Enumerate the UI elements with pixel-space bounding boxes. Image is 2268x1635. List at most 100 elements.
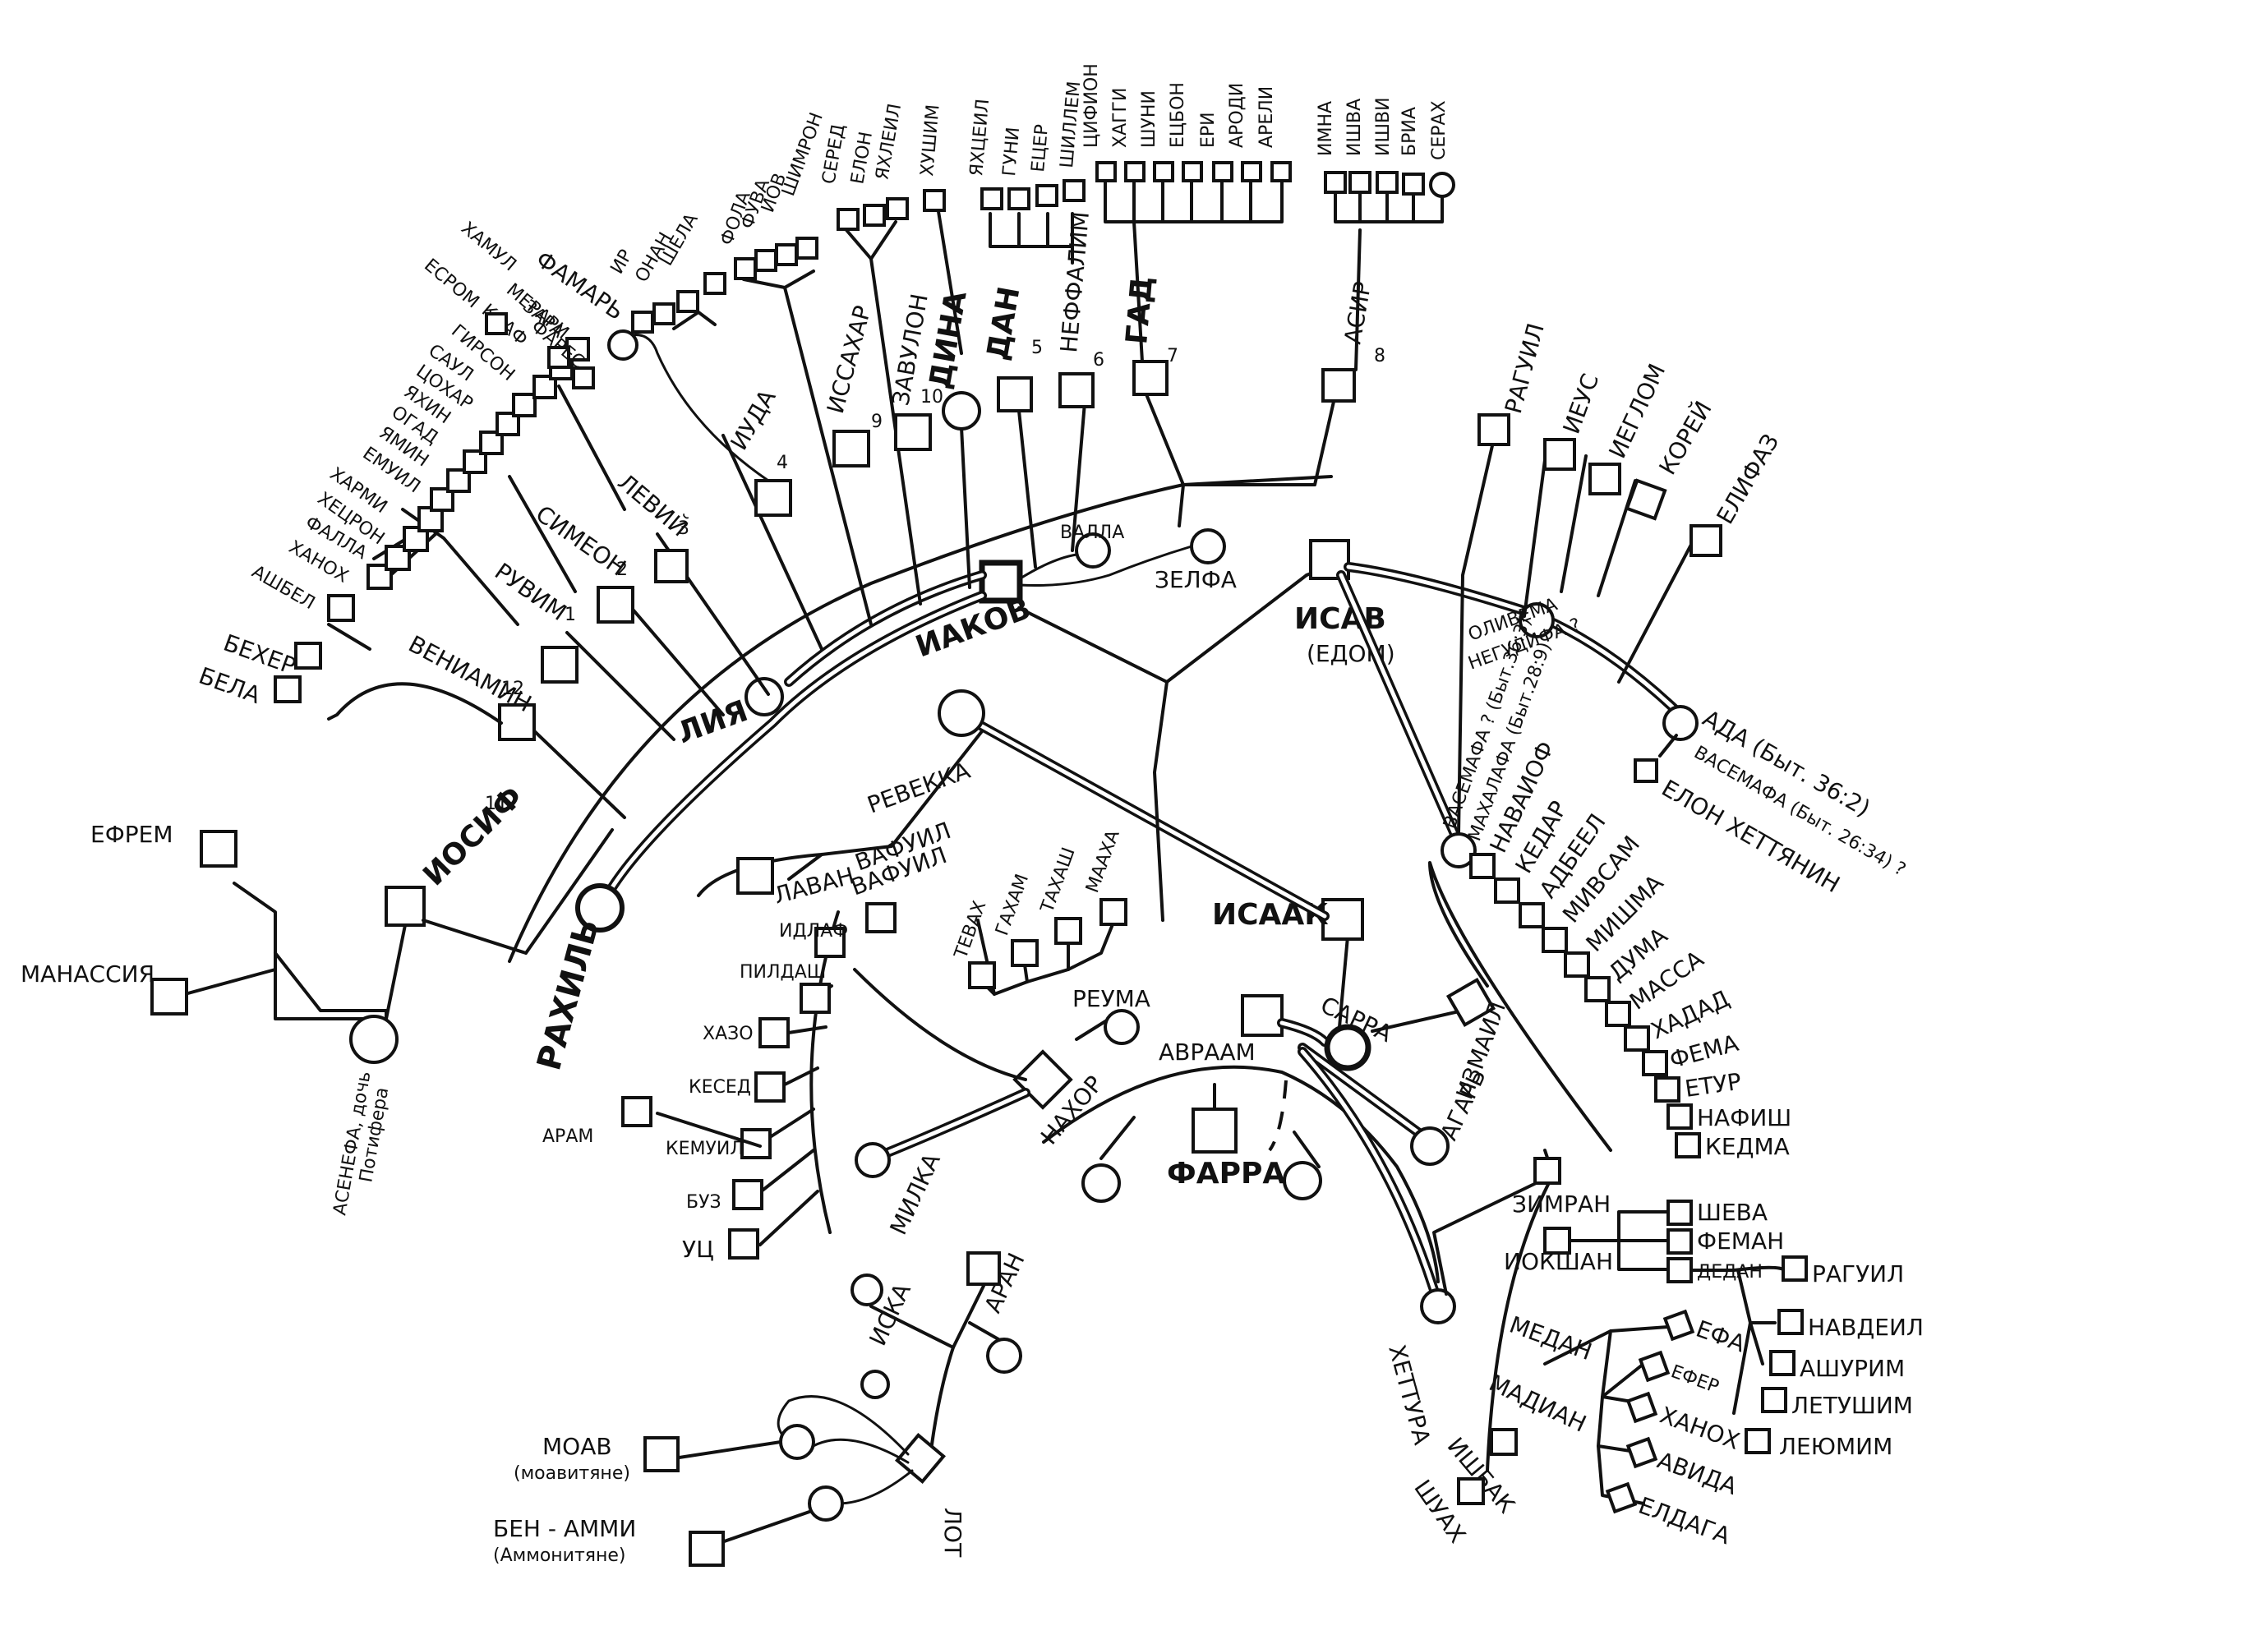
zara-node [547,346,570,369]
etsbon-node [1182,161,1203,182]
elon-node [863,204,886,227]
efer-node [1638,1350,1671,1383]
issakhar-node [832,430,870,467]
kettura-node [1420,1288,1456,1324]
dedan-son-0: РАГУИЛ [1812,1260,1904,1287]
ruvim-node [541,646,579,684]
gad-mark: 7 [1167,346,1178,366]
famar-node [607,329,638,361]
gad-son-6: АРЕЛИ [1256,86,1277,148]
leyumim-node [1745,1428,1771,1454]
tsifion-node [1095,161,1117,182]
dedan-node [1666,1257,1693,1283]
serakh-node [1429,172,1455,198]
massa-node [1605,1001,1631,1027]
fares-node [572,366,595,389]
simeon-mark: 2 [616,560,628,580]
merari-node [565,337,590,362]
naphtali-son-1: ГУНИ [999,127,1024,177]
ieglom-node [1588,463,1621,495]
feman-node [1666,1228,1693,1255]
zelfa-node [1190,528,1226,564]
asher-son-3: БРИА [1399,107,1420,156]
moav-label: МОАВ [542,1433,612,1460]
yakhleil-node [886,197,909,220]
ishmael-sons: НАВАИОФ КЕДАР АДБЕЕЛ МИВСАМ МИШМА ДУМА М… [1469,737,1791,1160]
eldaga-node [1605,1481,1638,1514]
avida-node [1625,1436,1658,1469]
reuma-son-1: ГАХАМ [992,872,1033,938]
ruben-simeon-labels: ХАНОХ ФАЛЛА ХЕЦРОН ХАРМИ ЕМУИЛ ЯМИН ОГАД… [285,340,477,587]
efa-node [1662,1309,1695,1342]
dan-son-0: ХУШИМ [917,104,944,177]
nafish-node [1666,1103,1693,1130]
issakhar-label: ИССАХАР [822,302,877,416]
dan-mark: 5 [1031,338,1043,358]
ruvim-label: РУВИМ [490,558,571,626]
valla-label: ВАЛЛА [1060,523,1124,543]
keturah-son-2: МЕДАН [1506,1311,1596,1366]
leviy-node [654,549,689,583]
asir-node [1321,368,1356,403]
moav-node [643,1436,680,1472]
mishma-node [1564,951,1590,978]
gad-son-0: ЦИФИОН [1081,63,1102,148]
yakhtseil-node [980,187,1003,210]
fuva-node [754,249,777,272]
agar-node [1410,1126,1450,1166]
khushim-node [923,189,946,212]
elifaz-node [1689,524,1722,557]
neffalim-node [1058,372,1095,408]
benjamin-son-2: АШБЕЛ [248,562,318,615]
lavan-node [736,857,774,895]
gad-son-4: ЕРИ [1198,112,1219,148]
farra-label: ФАРРА [1167,1157,1285,1191]
asir-mark: 8 [1374,346,1385,366]
valla-node [1075,532,1111,569]
sered-node [837,208,860,231]
rakhil-label: РАХИЛЬ [530,915,606,1075]
naphtali-son-0: ЯХЦЕИЛ [966,98,993,177]
lot-daughter2-node [808,1485,844,1522]
shela-node [676,290,699,313]
issachar-son-3: ШИМРОН [778,110,827,199]
tevakh-node [968,961,996,989]
nahor-family: НАХОР МИЛКА РЕУМА ТЕВАХ ГАХАМ ТАХАШ МААХ… [542,827,1150,1263]
ishmael-son-11: КЕДМА [1705,1133,1790,1160]
nahor-son-2: КЕМУИЛ [666,1139,744,1159]
gad-son-3: ЕЦБОН [1168,82,1188,148]
gad-son-2: ШУНИ [1139,90,1159,148]
farra-daughter-node [1283,1161,1322,1200]
dedan-son-2: АШУРИМ [1800,1355,1905,1382]
terah-family: ФАРРА АВРААМ САРРА АГАРЬ ХЕТТУРА [1042,991,1491,1448]
nahor-son-0: УЦ [682,1236,714,1263]
gad-son-5: АРОДИ [1227,83,1247,148]
shela2-node [703,272,726,295]
ruvim-mark: 1 [565,605,576,625]
dan-label: ДАН [980,284,1026,363]
reuma-label: РЕУМА [1072,985,1150,1012]
moav-people: (моавитяне) [514,1463,630,1484]
isav-label: ИСАВ [1294,602,1386,636]
midian-son-2: ХАНОХ [1657,1402,1744,1455]
esau-son-4: ЕЛИФАЗ [1711,429,1784,528]
liya-node [744,677,784,716]
reuma-son-3: МААХА [1082,827,1124,896]
midian-son-0: ЕФА [1693,1315,1749,1358]
iov-node [775,243,798,266]
zimran-node [1533,1157,1561,1185]
yakhin-node [479,431,504,455]
iuda-node [754,479,792,517]
lot-wife-node [860,1370,890,1399]
etur-node [1654,1076,1680,1103]
bekher-node [294,642,322,670]
aram-label: АРАМ [542,1126,593,1147]
esrom-node [485,312,508,335]
midian-son-3: АВИДА [1654,1447,1741,1500]
jokshan-son-2: ДЕДАН [1697,1262,1763,1283]
ieus-node [1543,438,1576,471]
eri-node [1212,161,1233,182]
jokshan-son-1: ФЕМАН [1697,1227,1784,1255]
kesed-node [754,1071,786,1103]
manassiya-node [150,978,188,1016]
